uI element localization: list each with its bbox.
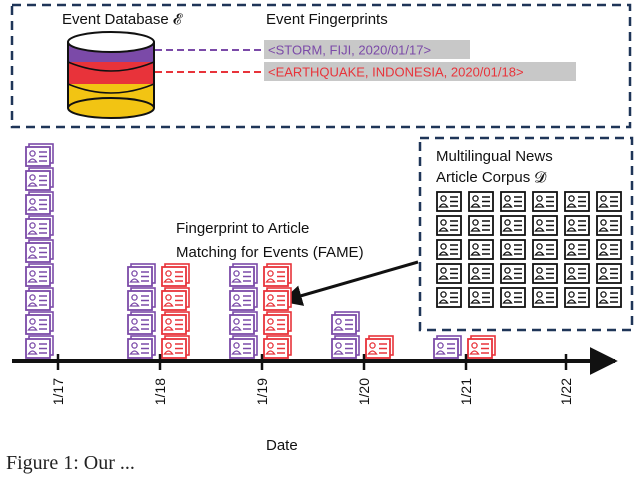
purple-article-icon	[25, 263, 54, 287]
purple-article-icon	[127, 263, 156, 287]
date-axis-label: Date	[266, 437, 298, 454]
corpus-article-icon	[564, 191, 590, 212]
date-tick-label: 1/19	[254, 378, 270, 405]
purple-article-icon	[229, 287, 258, 311]
corpus-article-icon	[500, 287, 526, 308]
fingerprint-box-earthquake	[264, 62, 576, 81]
corpus-article-icon	[468, 239, 494, 260]
corpus-article-icon	[468, 215, 494, 236]
corpus-panel-frame	[418, 136, 634, 332]
corpus-article-icon	[500, 215, 526, 236]
timeline-ticks: 1/17 1/18 1/19 1/20 1/21 1/22	[50, 354, 574, 405]
fame-label-line2: Matching for Events (FAME)	[176, 244, 364, 261]
corpus-article-icon	[436, 287, 462, 308]
purple-article-icon	[25, 191, 54, 215]
corpus-article-icon	[596, 191, 622, 212]
purple-article-icon	[25, 215, 54, 239]
red-article-icon	[263, 287, 292, 311]
red-article-icon	[161, 287, 190, 311]
fame-label-line1: Fingerprint to Article	[176, 220, 309, 237]
purple-article-icon	[127, 335, 156, 359]
purple-article-icon	[433, 335, 462, 359]
purple-article-icon	[229, 335, 258, 359]
purple-article-icon	[127, 311, 156, 335]
corpus-article-icon	[500, 263, 526, 284]
date-tick-label: 1/18	[152, 378, 168, 405]
corpus-article-icon	[468, 191, 494, 212]
corpus-article-icon	[596, 239, 622, 260]
corpus-article-icon	[436, 239, 462, 260]
date-tick-label: 1/20	[356, 378, 372, 405]
red-article-icon	[161, 335, 190, 359]
purple-article-icon	[331, 311, 360, 335]
database-icon	[67, 31, 155, 119]
corpus-article-icon	[564, 215, 590, 236]
corpus-article-icon	[564, 239, 590, 260]
corpus-article-icon	[436, 215, 462, 236]
corpus-article-icon	[596, 287, 622, 308]
corpus-article-icon	[596, 263, 622, 284]
red-article-icon	[161, 311, 190, 335]
red-article-icon	[365, 335, 394, 359]
top-panel-frame	[10, 3, 632, 129]
corpus-article-icon	[436, 191, 462, 212]
purple-article-icon	[25, 167, 54, 191]
fingerprint-earthquake: <EARTHQUAKE, INDONESIA, 2020/01/18>	[268, 65, 524, 80]
date-tick-label: 1/21	[458, 378, 474, 405]
corpus-article-icon	[500, 239, 526, 260]
corpus-article-icon	[532, 287, 558, 308]
corpus-article-grid	[436, 191, 622, 308]
purple-article-icon	[127, 287, 156, 311]
corpus-article-icon	[468, 287, 494, 308]
event-fingerprints-title: Event Fingerprints	[266, 11, 388, 28]
red-article-icon	[263, 263, 292, 287]
corpus-article-icon	[596, 215, 622, 236]
article-stacks	[25, 143, 496, 359]
corpus-title-line2: Article Corpus 𝓓	[436, 169, 547, 186]
fingerprint-storm: <STORM, FIJI, 2020/01/17>	[268, 43, 431, 58]
purple-article-icon	[25, 143, 54, 167]
purple-article-icon	[25, 287, 54, 311]
corpus-article-icon	[468, 263, 494, 284]
purple-article-icon	[25, 335, 54, 359]
date-tick-label: 1/22	[558, 378, 574, 405]
figure-caption: Figure 1: Our ...	[6, 452, 135, 474]
fingerprint-box-storm	[264, 40, 470, 59]
corpus-article-icon	[564, 263, 590, 284]
corpus-article-icon	[564, 287, 590, 308]
purple-article-icon	[229, 263, 258, 287]
corpus-article-icon	[532, 191, 558, 212]
purple-article-icon	[25, 311, 54, 335]
red-article-icon	[161, 263, 190, 287]
event-database-label: Event Database 𝓔	[62, 11, 183, 28]
red-article-icon	[263, 311, 292, 335]
red-article-icon	[467, 335, 496, 359]
purple-article-icon	[25, 239, 54, 263]
corpus-article-icon	[436, 263, 462, 284]
corpus-title-line1: Multilingual News	[436, 148, 553, 165]
corpus-article-icon	[532, 263, 558, 284]
date-tick-label: 1/17	[50, 378, 66, 405]
corpus-article-icon	[500, 191, 526, 212]
purple-article-icon	[229, 311, 258, 335]
corpus-article-icon	[532, 215, 558, 236]
red-article-icon	[263, 335, 292, 359]
purple-article-icon	[331, 335, 360, 359]
fame-arrow	[280, 260, 419, 306]
corpus-article-icon	[532, 239, 558, 260]
